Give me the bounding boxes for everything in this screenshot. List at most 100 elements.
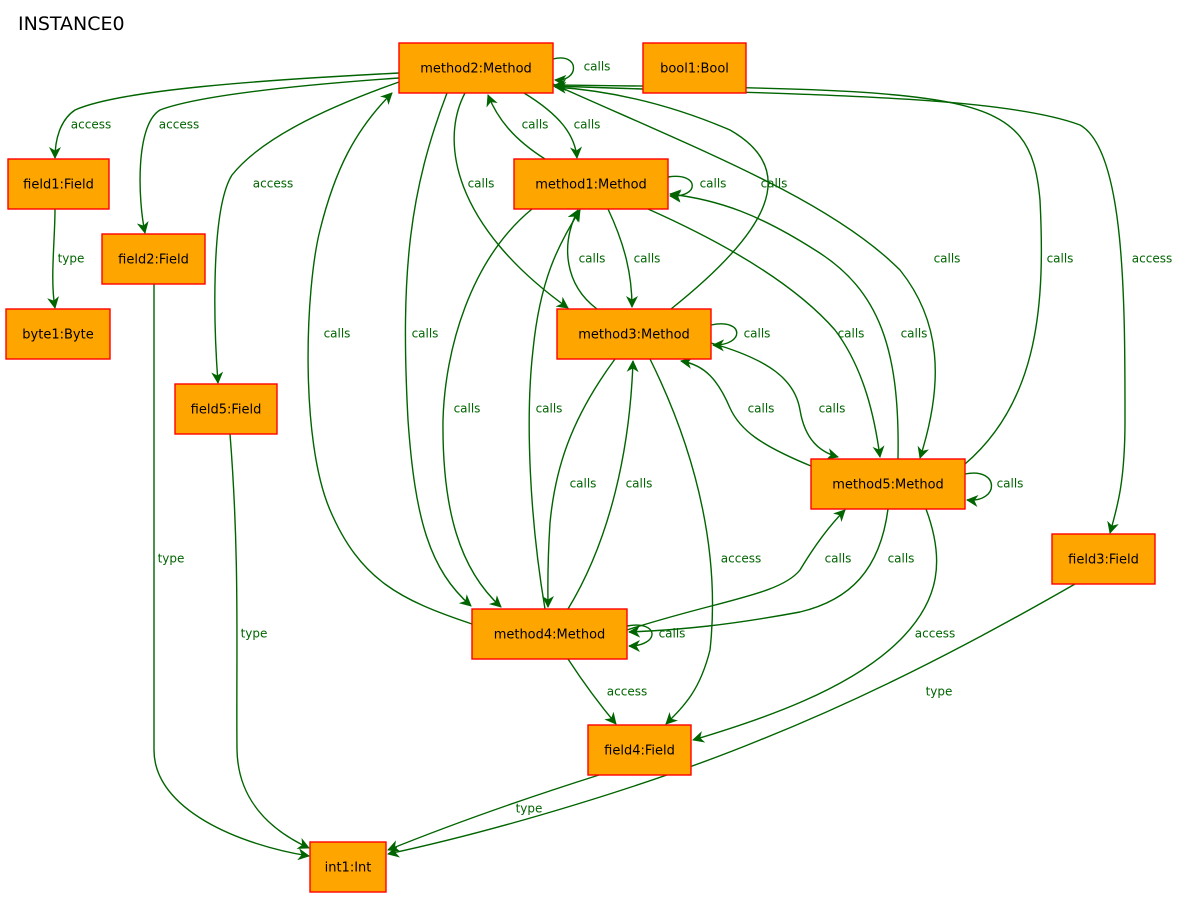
edge-label: calls [997,477,1024,491]
node-method2[interactable]: method2:Method [398,42,554,94]
edge-line [647,208,885,458]
edge-method3-to-field4: access [649,358,761,725]
node-field2[interactable]: field2:Field [101,233,206,285]
edge-label: access [721,552,761,566]
node-label: method3:Method [578,328,690,343]
node-box[interactable] [7,158,110,210]
edge-line [628,508,889,638]
edge-method5-to-method4: calls [628,508,914,638]
edge-label: access [1132,252,1172,266]
edge-field4-to-int1: type [387,774,600,852]
edge-line [567,360,639,610]
node-method4[interactable]: method4:Method [471,608,628,660]
node-label: method4:Method [494,628,606,643]
node-box[interactable] [513,158,669,210]
edge-line [626,624,653,652]
edge-field2-to-int1: type [153,283,310,861]
edge-label: calls [522,118,549,132]
edge-method3-to-method5: calls [710,342,846,460]
edge-line [541,358,616,608]
node-label: byte1:Byte [22,328,93,343]
node-field3[interactable]: field3:Field [1051,533,1156,585]
edge-line [307,92,473,625]
edge-method1-to-method4: calls [442,208,533,608]
node-box[interactable] [101,233,206,285]
node-box[interactable] [398,42,554,94]
diagram-title: INSTANCE0 [18,13,125,35]
edge-label: calls [744,327,771,341]
node-method1[interactable]: method1:Method [513,158,669,210]
edge-label: calls [819,402,846,416]
node-int1[interactable]: int1:Int [309,841,387,893]
edge-line [387,774,600,852]
node-label: bool1:Bool [660,62,729,77]
node-box[interactable] [642,42,747,94]
edge-method4-to-method1: calls [528,209,581,610]
edge-line [528,209,581,610]
edge-method2-to-method5: calls [552,83,961,459]
node-label: int1:Int [325,861,372,876]
node-byte1[interactable]: byte1:Byte [5,308,111,360]
node-box[interactable] [471,608,628,660]
edge-label: calls [634,252,661,266]
edge-label: calls [761,177,788,191]
edge-method4-to-method3: calls [567,360,653,610]
node-field5[interactable]: field5:Field [174,383,278,435]
edge-label: type [241,627,268,641]
edge-method4-to-method4: calls [626,624,685,652]
edge-line [453,92,569,309]
node-label: method2:Method [420,62,532,77]
edge-line [153,283,310,861]
edge-label: calls [700,177,727,191]
edge-line [387,583,1076,858]
edge-label: calls [838,327,865,341]
node-label: field3:Field [1068,553,1139,568]
node-box[interactable] [556,308,712,360]
node-label: field1:Field [23,178,94,193]
node-box[interactable] [810,458,966,510]
edge-label: calls [825,552,852,566]
edge-line [680,356,812,467]
node-field1[interactable]: field1:Field [7,158,110,210]
node-bool1[interactable]: bool1:Bool [642,42,747,94]
edge-label: calls [454,402,481,416]
edge-method4-to-field4: access [567,658,647,725]
edge-label: calls [626,477,653,491]
edge-method2-to-field3: access [552,85,1172,534]
edge-line [554,79,1043,465]
edge-field3-to-int1: type [387,583,1076,858]
edge-method1-to-method2: calls [486,94,549,160]
edge-label: type [516,802,543,816]
node-box[interactable] [174,383,278,435]
edge-label: calls [536,402,563,416]
edge-label: calls [748,402,775,416]
node-label: field2:Field [118,253,189,268]
node-method3[interactable]: method3:Method [556,308,712,360]
node-box[interactable] [1051,533,1156,585]
edge-label: calls [579,252,606,266]
edge-method4-to-method5: calls [626,509,852,631]
edge-method5-to-method3: calls [680,356,812,467]
node-field4[interactable]: field4:Field [587,724,692,776]
edge-label: type [58,252,85,266]
node-method5[interactable]: method5:Method [810,458,966,510]
edge-line [710,323,738,352]
edge-label: access [159,118,199,132]
edge-label: calls [934,252,961,266]
node-box[interactable] [587,724,692,776]
edge-line [607,208,638,308]
edge-line [710,342,839,460]
edge-method2-to-method2: calls [552,57,611,87]
edge-line [649,358,714,725]
edge-line [554,81,769,310]
edges-layer: calls access access access calls calls calls ca… [47,57,1172,861]
edge-label: calls [584,60,611,74]
node-box[interactable] [5,308,111,360]
edge-line [692,508,938,743]
node-box[interactable] [309,841,387,893]
edge-line [552,83,936,459]
edge-label: type [926,685,953,699]
edge-method1-to-method1: calls [667,175,727,203]
edge-line [229,433,310,849]
edge-method5-to-method5: calls [964,472,1024,507]
